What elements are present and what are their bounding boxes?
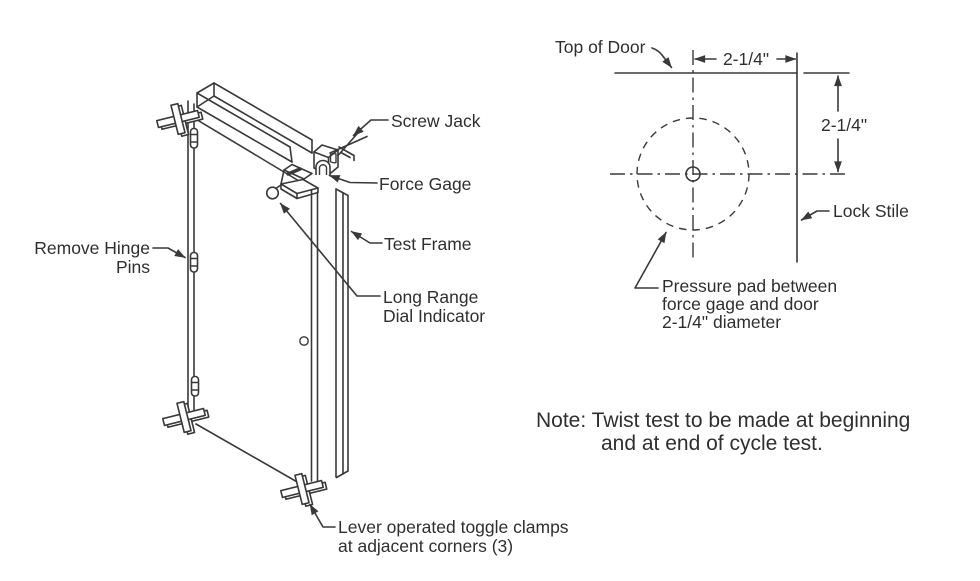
force-gage-and-dial-indicator [265, 163, 319, 200]
pressure-pad-leader [634, 231, 667, 289]
toggle-clamp-bottom-left [159, 395, 213, 440]
test-frame-leader [350, 230, 383, 244]
vertical-dimension: 2-1/4" [821, 75, 867, 173]
dial-indicator-label-line2: Dial Indicator [383, 306, 485, 326]
force-gage-pad [315, 159, 331, 175]
dial-indicator-label-line1: Long Range [383, 287, 478, 307]
top-of-door-leader [651, 47, 673, 69]
pressure-pad-label-line2: force gage and door [662, 294, 819, 314]
screw-jack-label: Screw Jack [391, 111, 481, 131]
lock-stile-label: Lock Stile [833, 201, 909, 221]
hinge-top [189, 127, 199, 149]
pressure-pad-detail-drawing: 2-1/4" 2-1/4" Top of Door Lock Stile Pre… [555, 37, 909, 332]
vertical-dimension-value: 2-1/4" [821, 115, 867, 135]
pad-center-hole [685, 166, 701, 182]
force-gage-label: Force Gage [379, 174, 471, 194]
door-test-setup-drawing: Screw Jack Force Gage Test Frame Long Ra… [34, 82, 569, 556]
force-gage-leader [328, 174, 378, 184]
left-leaders [152, 119, 389, 528]
dial-indicator-leader [279, 202, 381, 297]
note-line2: and at end of cycle test. [601, 432, 823, 455]
lock-stile-leader [800, 210, 830, 221]
remove-hinge-label-line2: Pins [116, 257, 150, 277]
door-outline [187, 100, 319, 486]
screw-break-symbol [329, 129, 368, 157]
toggle-clamps-label-line2: at adjacent corners (3) [338, 536, 513, 556]
note-block: Note: Twist test to be made at beginning… [536, 409, 910, 455]
screw-jack [313, 144, 339, 176]
pressure-pad-label-line3: 2-1/4" diameter [662, 312, 781, 332]
test-frame-label: Test Frame [384, 234, 472, 254]
pressure-pad-circle [636, 117, 750, 231]
dial-indicator-dial [265, 186, 280, 200]
hinge-leader [152, 247, 186, 259]
hinge-bottom [190, 375, 200, 397]
horizontal-dimension: 2-1/4" [694, 49, 797, 69]
toggle-clamps-label-line1: Lever operated toggle clamps [338, 517, 569, 537]
pressure-pad-label-line1: Pressure pad between [662, 276, 837, 296]
toggle-clamp-leader [309, 503, 336, 528]
indicator-spindle [286, 167, 302, 176]
spreader-beam [196, 82, 313, 163]
remove-hinge-label-line1: Remove Hinge [34, 238, 150, 258]
top-of-door-label: Top of Door [555, 37, 646, 57]
note-line1: Note: Twist test to be made at beginning [536, 409, 910, 432]
horizontal-dimension-value: 2-1/4" [723, 49, 769, 69]
hinge-middle [189, 251, 199, 273]
door-knob-hole [299, 336, 309, 346]
test-frame-member [335, 146, 355, 479]
